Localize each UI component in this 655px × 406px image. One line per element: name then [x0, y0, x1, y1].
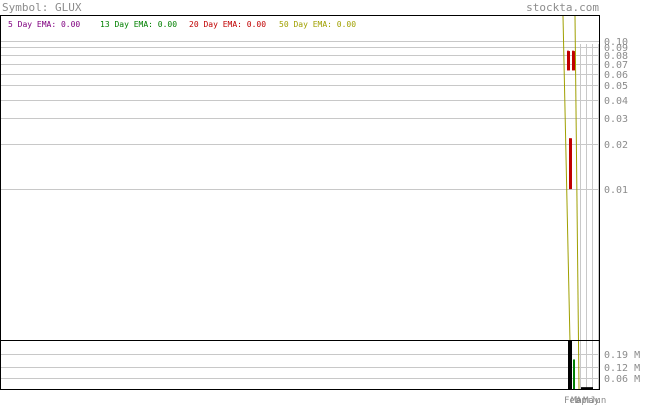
price-tick-label: 0.02: [604, 140, 628, 151]
price-tick-label: 0.03: [604, 114, 628, 125]
x-axis-label: May: [583, 396, 600, 406]
x-axis-label: Jun: [590, 396, 606, 406]
price-tick-label: 0.05: [604, 81, 628, 92]
x-axis-label: Mar: [571, 396, 588, 406]
price-tick-label: 0.08: [604, 51, 628, 62]
x-axis-label: Feb: [564, 396, 580, 406]
ema-line: [574, 15, 580, 390]
ema-legend: 5 Day EMA: 0.00 13 Day EMA: 0.00 20 Day …: [8, 20, 356, 29]
volume-bar: [581, 387, 585, 389]
volume-bars: [568, 341, 593, 389]
price-tick-label: 0.06: [604, 70, 628, 81]
volume-y-axis: 0.19 M 0.12 M0.06 M: [604, 350, 640, 385]
price-y-axis: 0.100.090.080.070.060.05 0.04 0.03 0.02 0.01: [604, 37, 628, 196]
candles: [567, 50, 575, 190]
volume-grid: [1, 354, 600, 379]
symbol-label: Symbol: GLUX: [2, 1, 82, 14]
candle-body: [567, 51, 570, 71]
legend-ema-13: 13 Day EMA: 0.00: [100, 20, 177, 29]
volume-bar: [573, 359, 575, 389]
legend-ema-5: 5 Day EMA: 0.00: [8, 20, 80, 29]
volume-bar: [589, 387, 593, 389]
volume-bar: [568, 341, 570, 389]
volume-tick-label: 0.12 M: [604, 363, 640, 374]
candle-body: [569, 138, 572, 190]
volume-bar: [585, 387, 589, 389]
legend-ema-20: 20 Day EMA: 0.00: [189, 20, 266, 29]
price-tick-label: 0.01: [604, 185, 628, 196]
volume-tick-label: 0.06 M: [604, 374, 640, 385]
volume-panel-frame: [0, 340, 600, 390]
legend-ema-50: 50 Day EMA: 0.00: [279, 20, 356, 29]
volume-tick-label: 0.19 M: [604, 350, 640, 361]
price-tick-label: 0.04: [604, 96, 628, 107]
date-verticals: [580, 44, 599, 389]
price-grid: [1, 41, 600, 190]
price-tick-label: 0.09: [604, 43, 628, 54]
price-tick-label: 0.07: [604, 60, 628, 71]
volume-bar: [570, 341, 572, 389]
ema-lines: [562, 15, 580, 390]
candle-body: [572, 51, 575, 71]
x-axis-label: Apr: [576, 396, 593, 406]
price-tick-label: 0.10: [604, 37, 628, 48]
ema-line: [562, 15, 572, 390]
site-label: stockta.com: [526, 1, 599, 14]
